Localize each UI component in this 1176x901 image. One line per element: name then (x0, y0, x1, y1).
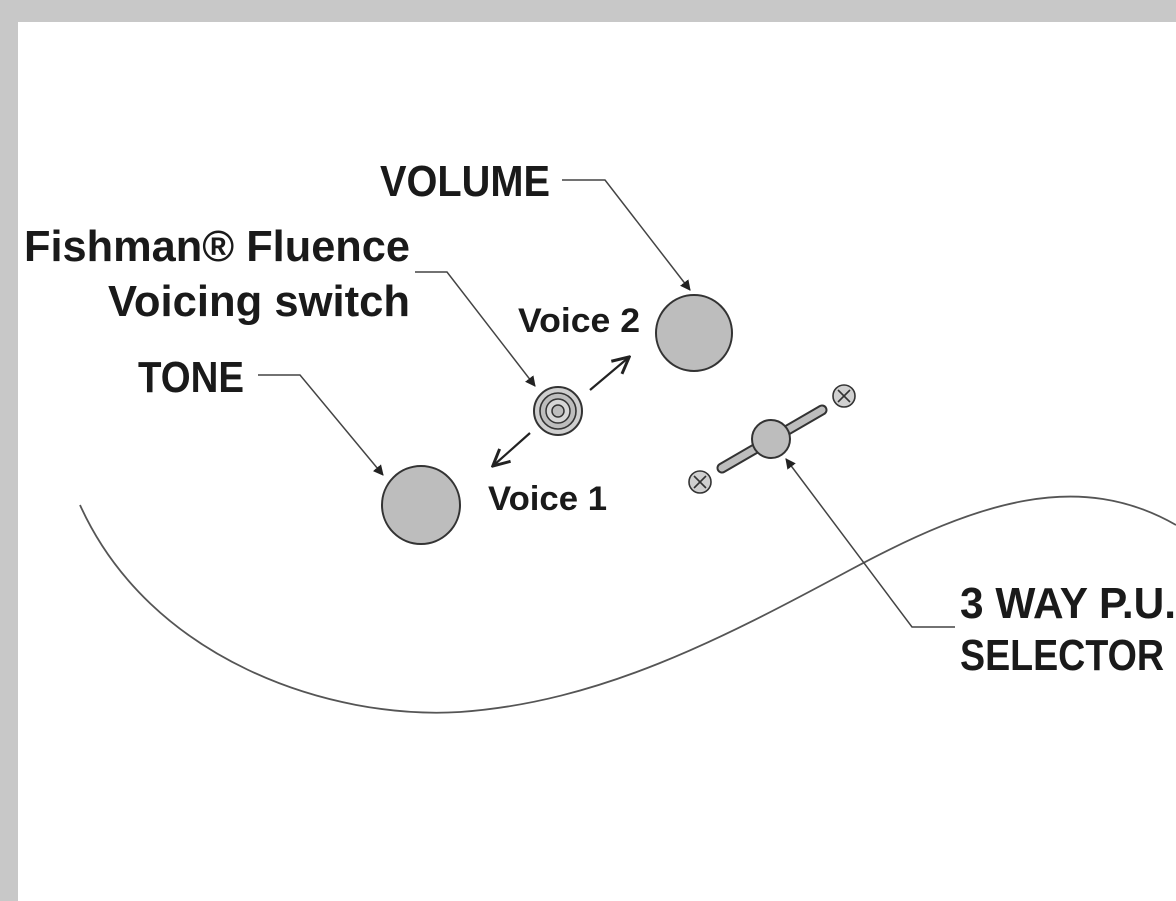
voice2-arrow (589, 358, 628, 391)
voice2-label: Voice 2 (518, 302, 640, 340)
diagram-canvas: VOLUME Fishman® Fluence Voicing switch T… (18, 22, 1176, 901)
screw-icon (832, 384, 856, 408)
selector-label-line2: SELECTOR (960, 631, 1164, 680)
tone-leader (258, 374, 384, 476)
volume-knob (655, 294, 733, 372)
voicing-switch (533, 386, 583, 436)
volume-leader (562, 179, 691, 291)
selector-leader (785, 458, 955, 628)
fishman-label-line1: Fishman® Fluence (24, 222, 410, 271)
tone-label: TONE (138, 353, 244, 402)
pickup-selector (716, 404, 828, 474)
fishman-leader (415, 271, 536, 387)
screw-icon (688, 470, 712, 494)
fishman-label-line2: Voicing switch (108, 277, 410, 326)
tone-knob (381, 465, 461, 545)
selector-label-line1: 3 WAY P.U. (960, 579, 1176, 628)
guitar-body-outline (79, 495, 1176, 714)
volume-label: VOLUME (380, 157, 550, 206)
voice1-label: Voice 1 (488, 480, 607, 518)
control-layout-diagram: VOLUME Fishman® Fluence Voicing switch T… (24, 157, 1176, 714)
voice1-arrow (494, 432, 531, 465)
